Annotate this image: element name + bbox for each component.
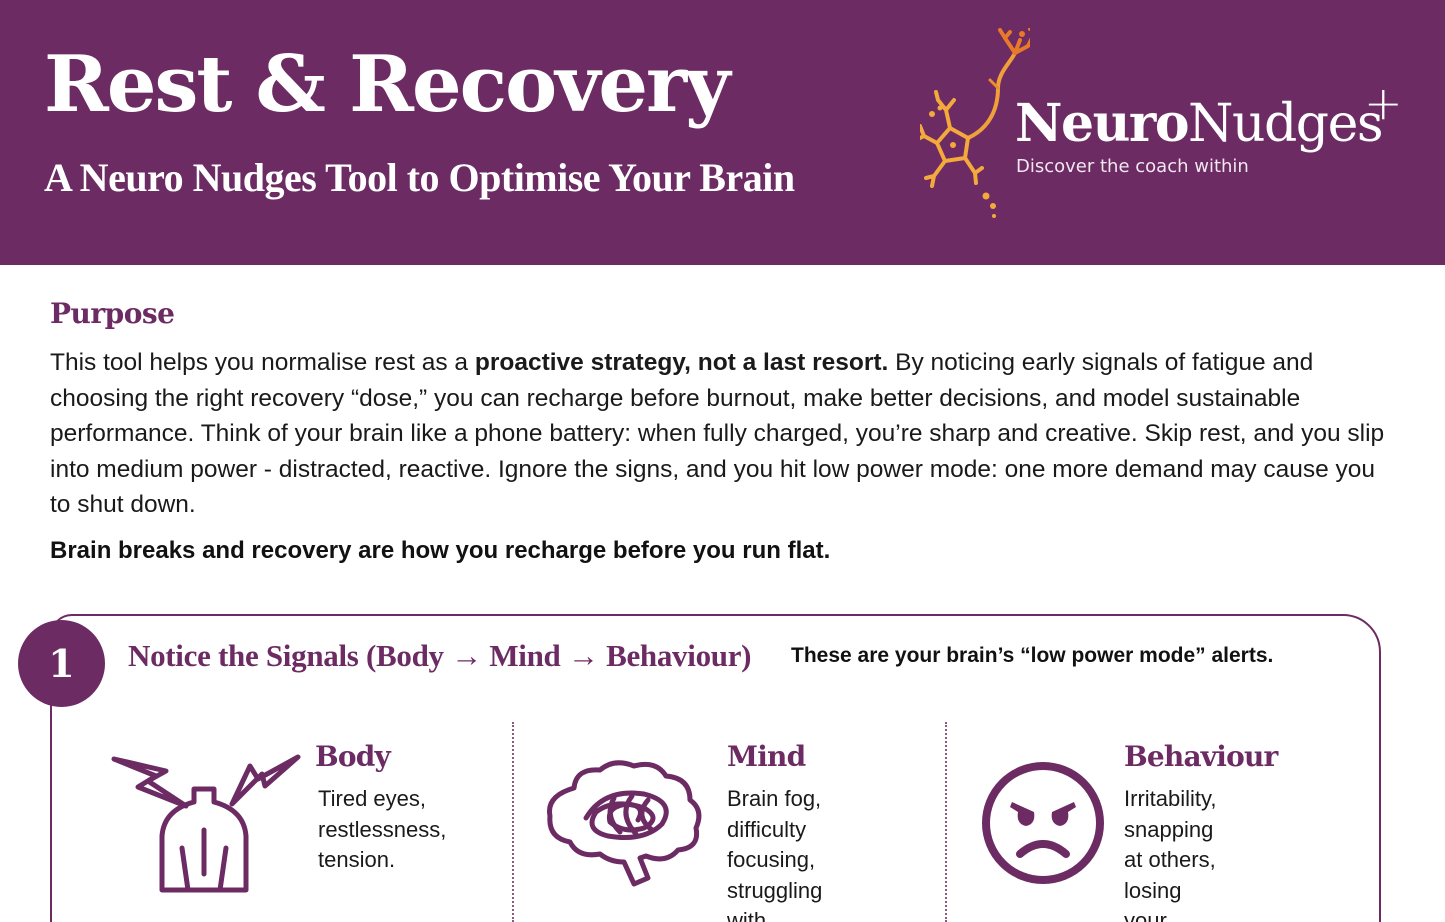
signal-line: at others, losing your	[1124, 847, 1216, 922]
purpose-body-rest: By noticing early signals of fatigue and…	[50, 349, 1385, 518]
signal-text-mind: Brain fog, difficulty focusing, struggli…	[727, 784, 825, 922]
signal-line: difficulty focusing,	[727, 816, 816, 873]
purpose-heading: Purpose	[50, 297, 175, 330]
signal-line: restlessness,	[318, 816, 447, 842]
logo-wordmark-nudges: Nudges	[1188, 94, 1384, 154]
section-1-note: These are your brain’s “low power mode” …	[791, 644, 1274, 667]
tangled-brain-icon	[547, 760, 702, 887]
neuron-icon	[920, 28, 1030, 218]
step-number-badge: 1	[18, 620, 105, 707]
signal-line: Brain fog,	[727, 786, 822, 811]
header-banner: Rest & Recovery A Neuro Nudges Tool to O…	[0, 0, 1445, 265]
purpose-callout: Brain breaks and recovery are how you re…	[50, 537, 831, 564]
neuronudges-logo: NeuroNudges + Discover the coach within	[920, 28, 1420, 228]
signal-line: tension.	[318, 847, 396, 872]
signal-line: Tired eyes,	[318, 786, 427, 811]
logo-wordmark: NeuroNudges	[1015, 98, 1384, 151]
page-subtitle: A Neuro Nudges Tool to Optimise Your Bra…	[44, 155, 795, 200]
purpose-body-emphasis: proactive strategy, not a last resort.	[474, 349, 889, 376]
angry-face-icon	[982, 762, 1104, 884]
signal-title-body: Body	[315, 740, 391, 773]
purpose-body: This tool helps you normalise rest as a …	[50, 345, 1390, 523]
signal-line: struggling with	[727, 877, 823, 922]
logo-wordmark-neuro: Neuro	[1015, 93, 1190, 154]
section-1-box	[50, 614, 1381, 922]
signal-title-behaviour: Behaviour	[1124, 740, 1278, 773]
column-divider	[945, 722, 947, 922]
signal-text-body: Tired eyes, restlessness, tension.	[318, 784, 446, 876]
section-1-title: Notice the Signals (Body → Mind → Behavi…	[128, 638, 752, 673]
signal-text-behaviour: Irritability, snapping at others, losing…	[1124, 784, 1217, 922]
logo-tagline: Discover the coach within	[1016, 156, 1249, 177]
page-title: Rest & Recovery	[44, 39, 730, 130]
signal-line: Irritability, snapping	[1124, 786, 1217, 842]
signal-title-mind: Mind	[727, 740, 806, 773]
tense-shoulders-icon	[111, 754, 301, 893]
logo-plus-icon: +	[1364, 76, 1403, 130]
purpose-body-intro: This tool helps you normalise rest as a	[50, 349, 475, 376]
column-divider	[512, 722, 514, 922]
